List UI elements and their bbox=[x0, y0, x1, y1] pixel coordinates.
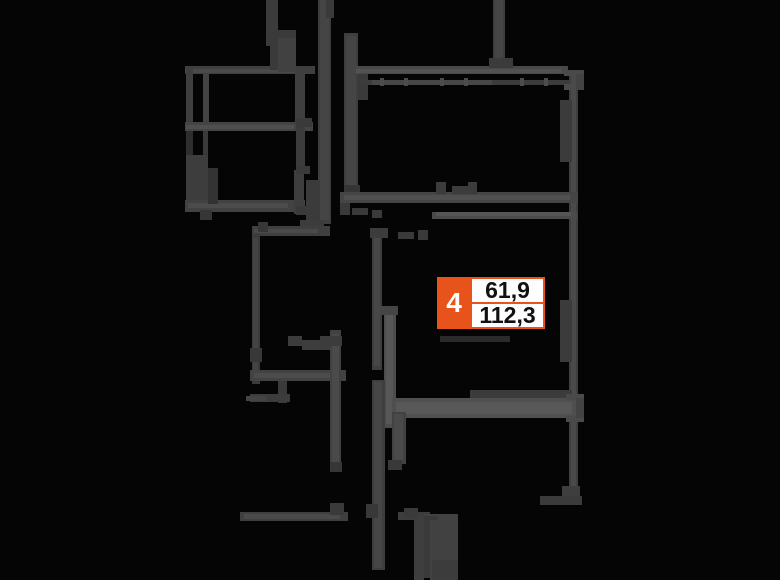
living-area-value: 61,9 bbox=[472, 279, 543, 304]
area-values-panel: 61,9 112,3 bbox=[471, 277, 545, 329]
room-count-label: 4 bbox=[437, 277, 471, 329]
middle-hall bbox=[246, 226, 346, 403]
total-area-value: 112,3 bbox=[479, 302, 536, 328]
lower-horizontal-wall bbox=[388, 390, 584, 470]
lower-center-walls bbox=[326, 228, 428, 570]
central-vertical-wall bbox=[266, 0, 331, 232]
upper-left-rooms bbox=[185, 66, 315, 220]
apartment-area-badge[interactable]: 4 61,9 112,3 bbox=[437, 277, 545, 329]
upper-right-room bbox=[340, 0, 584, 500]
bottom-rooms bbox=[240, 486, 582, 580]
detail-marks bbox=[208, 0, 510, 342]
